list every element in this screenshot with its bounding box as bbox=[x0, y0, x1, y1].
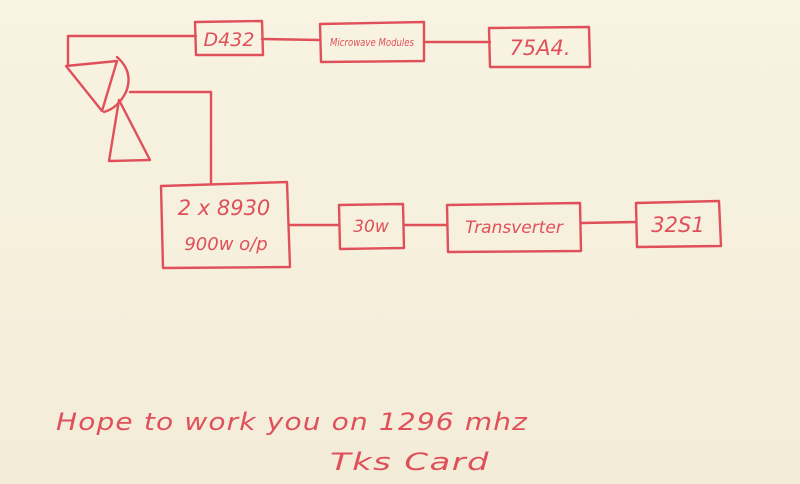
note-line-1: Hope to work you on 1296 mhz bbox=[56, 408, 528, 436]
box-microwave-modules: Microwave Modules bbox=[318, 20, 426, 64]
wire-receive-path bbox=[66, 34, 492, 67]
label-microwave-modules: Microwave Modules bbox=[330, 36, 414, 49]
label-d432: D432 bbox=[204, 29, 255, 51]
box-amplifier: 2 x 8930 900w o/p bbox=[159, 180, 292, 270]
box-30w: 30w bbox=[337, 202, 406, 251]
label-transverter: Transverter bbox=[465, 218, 564, 238]
box-32s1: 32S1 bbox=[634, 199, 723, 249]
label-amplifier-output: 900w o/p bbox=[184, 234, 267, 255]
box-transverter: Transverter bbox=[445, 201, 583, 254]
label-75a4: 75A4. bbox=[509, 36, 570, 60]
wire-dish-to-d432 bbox=[66, 34, 198, 67]
dish-antenna-icon bbox=[64, 55, 152, 163]
box-d432: D432 bbox=[193, 19, 265, 57]
wire-d432-to-microwave bbox=[260, 37, 322, 42]
note-line-2: Tks Card bbox=[330, 448, 490, 476]
label-30w: 30w bbox=[353, 217, 389, 237]
label-32s1: 32S1 bbox=[651, 213, 704, 237]
label-amplifier: 2 x 8930 bbox=[178, 196, 271, 220]
wire-transmit-path bbox=[128, 90, 638, 227]
wire-transverter-to-32s1 bbox=[579, 220, 638, 225]
box-75a4: 75A4. bbox=[487, 25, 592, 69]
wire-dish-to-amp bbox=[128, 90, 213, 186]
